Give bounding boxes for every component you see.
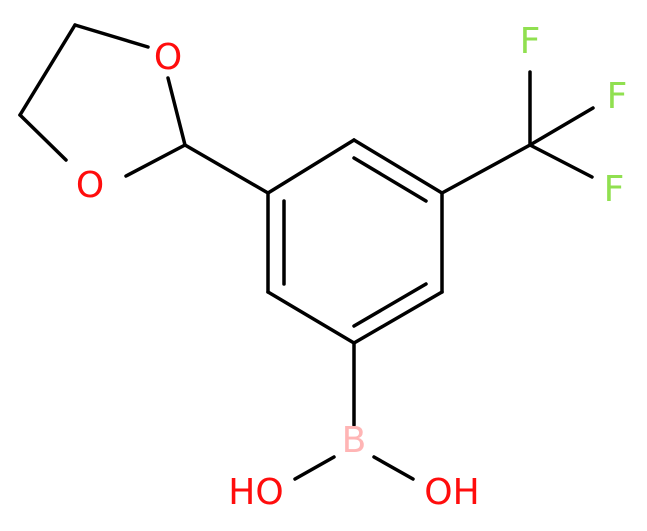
atom-labels: O O F F F B HO OH [76, 21, 628, 513]
bond-cf3-f2 [528, 106, 595, 147]
boron-label: B [342, 420, 367, 461]
bond-ring-c3-c4-inner [352, 282, 428, 328]
bond-ring-c3-c4 [352, 290, 444, 345]
fluorine-label-1: F [520, 21, 541, 62]
bond-c2-cf3 [440, 143, 532, 195]
bond-ch2-ch2 [18, 23, 77, 117]
bond-ring-c4-c5 [266, 290, 356, 345]
bond-cf3-f3 [528, 143, 594, 179]
bond-ring-c6-c1 [266, 138, 356, 195]
bonds [18, 23, 595, 481]
bond-c6-acetal [183, 143, 270, 195]
bond-b-oh2 [372, 455, 415, 481]
fluorine-label-3: F [604, 169, 625, 210]
bond-ring-c1-c2 [352, 138, 444, 195]
fluorine-label-2: F [607, 76, 628, 117]
hydroxyl-label-left: HO [228, 472, 283, 513]
bond-ring-c1-c2-inner [352, 156, 428, 203]
bond-ch2-o2 [18, 113, 68, 162]
bond-acetal-o1 [166, 76, 187, 147]
bond-b-oh1 [293, 455, 336, 481]
bond-acetal-o2 [124, 143, 187, 178]
oxygen-label-2: O [76, 165, 104, 206]
hydroxyl-label-right: OH [424, 472, 479, 513]
oxygen-label-1: O [154, 37, 182, 78]
bond-o1-ch2 [73, 23, 150, 49]
